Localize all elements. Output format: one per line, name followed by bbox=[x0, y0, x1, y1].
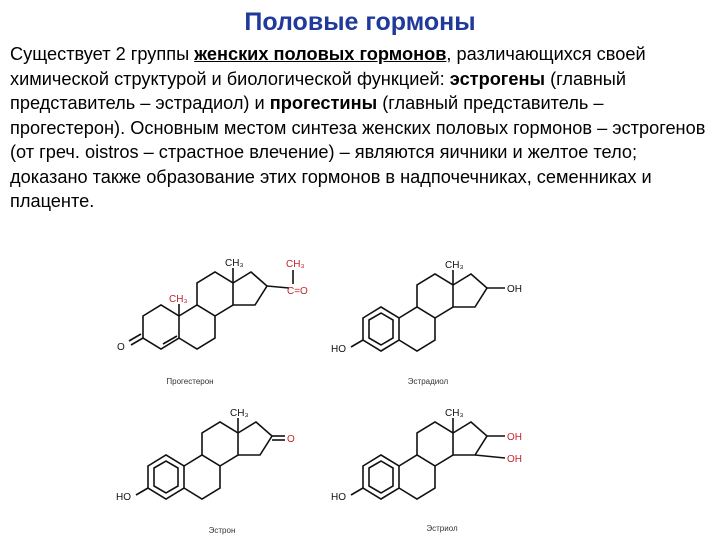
estradiol-structure: CH₃ OH HO bbox=[331, 260, 522, 355]
para-text-1: Существует 2 группы bbox=[10, 44, 195, 64]
progesterone-ch3-mid: CH₃ bbox=[169, 294, 188, 305]
progesterone-ch3-top: CH₃ bbox=[225, 258, 244, 269]
estrone-ketone-o: O bbox=[287, 434, 295, 445]
progesterone-side-co: C=O bbox=[287, 286, 308, 297]
estriol-structure: CH₃ OH OH HO bbox=[331, 408, 522, 503]
progesterone-side-ch3: CH₃ bbox=[286, 259, 305, 270]
caption-estrone: Эстрон bbox=[208, 526, 236, 535]
estriol-oh-2: OH bbox=[507, 454, 522, 465]
estradiol-oh: OH bbox=[507, 284, 522, 295]
progesterone-structure: O CH₃ CH₃ CH₃ C=O bbox=[117, 258, 308, 353]
estriol-oh-1: OH bbox=[507, 432, 522, 443]
para-text-2: , различающихся своей химической структу… bbox=[10, 44, 646, 89]
para-female-hormones: женских половых гормонов bbox=[194, 44, 447, 64]
estriol-ch3: CH₃ bbox=[445, 408, 464, 419]
estradiol-ho: HO bbox=[331, 344, 346, 355]
para-estrogens: эстрогены bbox=[449, 68, 546, 89]
estradiol-ch3: CH₃ bbox=[445, 260, 464, 271]
progesterone-ketone-o: O bbox=[117, 342, 125, 353]
caption-estriol: Эстриол bbox=[426, 524, 458, 533]
estrone-structure: CH₃ O HO bbox=[116, 408, 295, 503]
para-text-3: (главный представитель – эстрадиол) и bbox=[10, 68, 627, 114]
body-paragraph: Существует 2 группы женских половых горм… bbox=[10, 42, 710, 214]
estriol-ho: HO bbox=[331, 492, 346, 503]
caption-progesterone: Прогестерон bbox=[166, 377, 214, 386]
caption-estradiol: Эстрадиол bbox=[407, 377, 449, 386]
page-title: Половые гормоны bbox=[244, 8, 476, 36]
para-text-4: (главный представитель – прогестерон). О… bbox=[10, 93, 706, 211]
para-progestins: прогестины bbox=[269, 93, 378, 113]
estrone-ch3: CH₃ bbox=[230, 408, 249, 419]
estrone-ho: HO bbox=[116, 492, 131, 503]
